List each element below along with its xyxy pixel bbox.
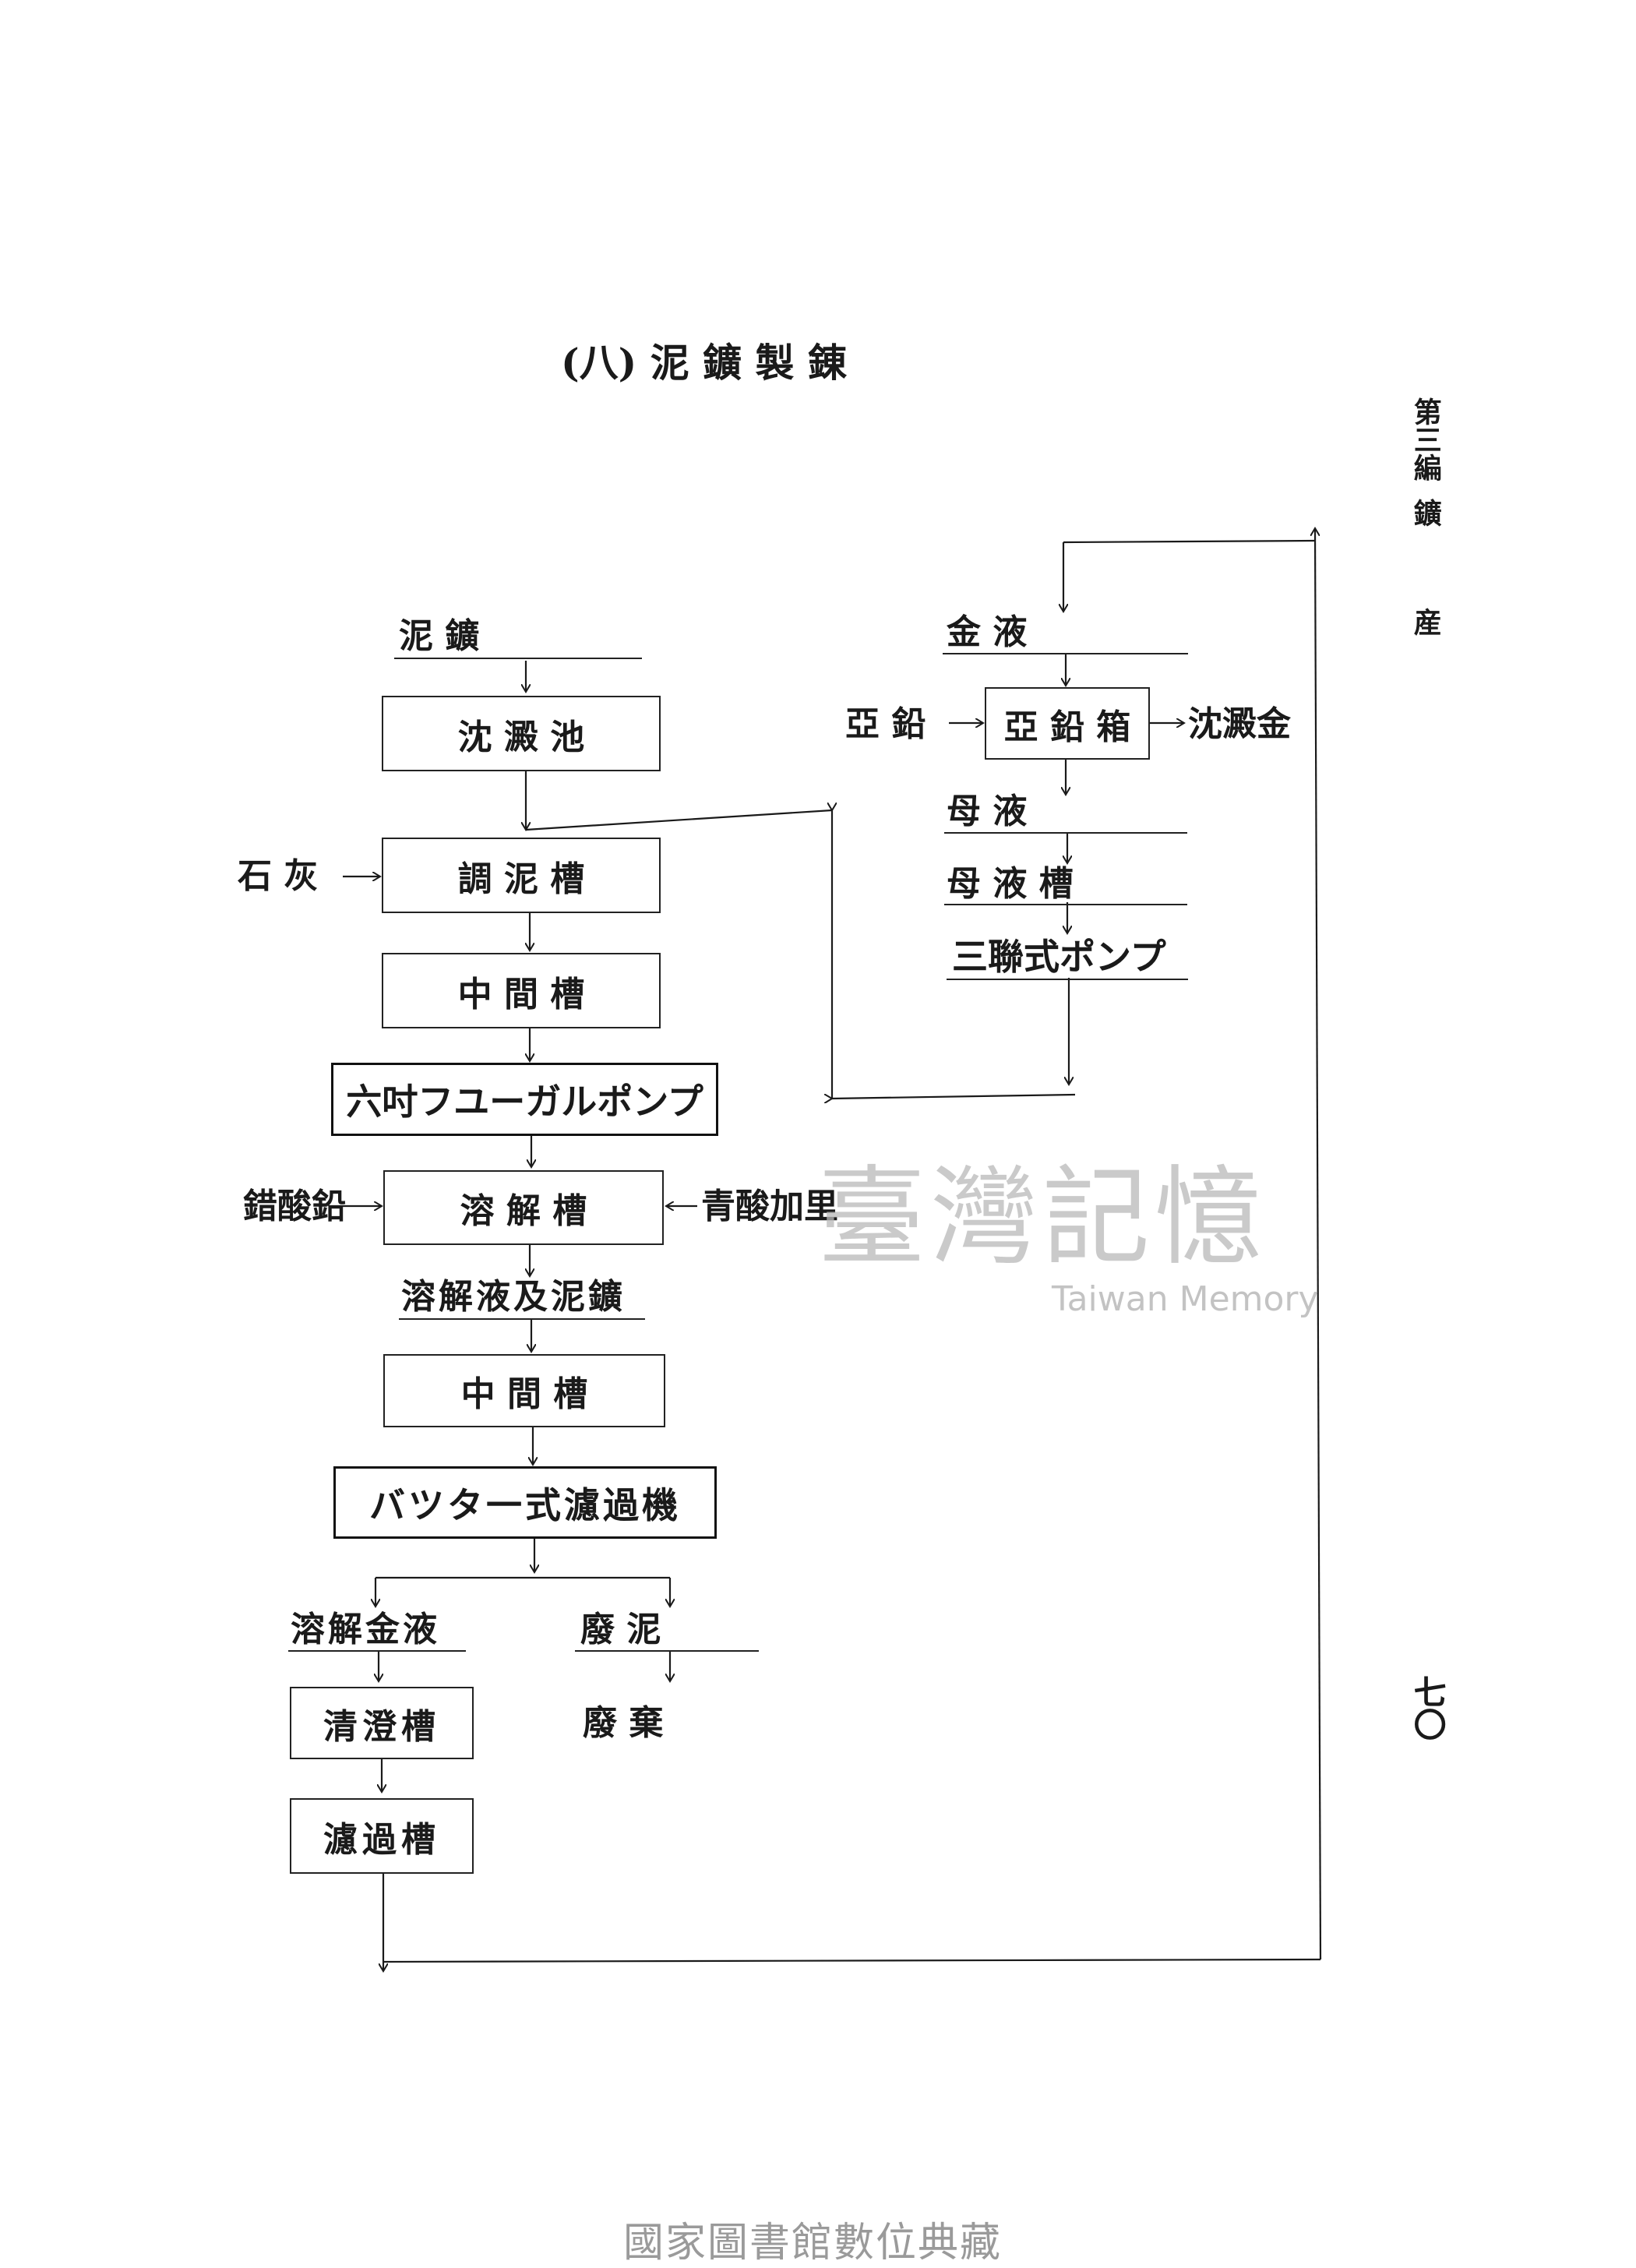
underline-mother-liquor-tank <box>944 904 1187 905</box>
label-potassium-cyanide: 青酸加里 <box>701 1187 838 1226</box>
label-slime-ore: 泥 鑛 <box>399 616 480 656</box>
box-intermediate-tank-1: 中 間 槽 <box>382 953 661 1028</box>
watermark-english: Taiwan Memory <box>1052 1279 1319 1319</box>
underline-waste-slime <box>575 1650 759 1652</box>
loop-line-top <box>1063 539 1316 544</box>
box-settling-pond: 沈 澱 池 <box>382 696 661 771</box>
label-gold-liquor: 金 液 <box>947 612 1028 652</box>
label-precipitated-gold: 沈澱金 <box>1188 704 1291 744</box>
footer-text: 國家圖書館數位典藏 <box>623 2220 1003 2266</box>
underline-gold-liquor <box>943 653 1188 654</box>
box-intermediate-tank-2: 中 間 槽 <box>383 1354 665 1427</box>
label-solution-and-slime: 溶解液及泥鑛 <box>401 1277 626 1317</box>
diagram-title: (八) 泥 鑛 製 錬 <box>561 340 847 386</box>
box-zinc-box: 亞 鉛 箱 <box>985 687 1150 760</box>
return-line-top <box>525 809 833 831</box>
return-line-bottom <box>832 1093 1076 1099</box>
label-waste-slime: 廢 泥 <box>580 1610 661 1649</box>
underline-triplex-pump <box>947 979 1188 980</box>
box-clarifying-tank: 清澄槽 <box>290 1687 474 1759</box>
section-label: 第三編 <box>1409 397 1442 481</box>
box-filter-tank: 濾過槽 <box>290 1798 474 1874</box>
box-butters-filter: バツタ一式濾過機 <box>333 1466 717 1539</box>
watermark: 臺灣記憶 Taiwan Memory <box>818 1130 1319 1319</box>
watermark-chinese: 臺灣記憶 <box>818 1155 1268 1280</box>
label-zinc: 亞 鉛 <box>845 704 926 744</box>
page-number: 七〇 <box>1409 1675 1447 1741</box>
label-lead-acetate: 錯酸鉛 <box>243 1187 346 1226</box>
label-disposal: 廢 棄 <box>583 1703 664 1743</box>
topic-label-2: 産 <box>1409 608 1442 636</box>
box-dissolving-tank: 溶 解 槽 <box>383 1170 664 1245</box>
label-dissolved-gold-solution: 溶解金液 <box>291 1610 440 1649</box>
label-lime: 石 灰 <box>238 856 319 896</box>
underline-slime-ore <box>394 658 642 659</box>
underline-solution-and-slime <box>399 1318 645 1320</box>
underline-mother-liquor <box>944 832 1187 834</box>
label-triplex-pump: 三聯式ポンプ <box>952 936 1166 978</box>
label-mother-liquor-tank: 母 液 槽 <box>947 864 1074 904</box>
label-mother-liquor: 母 液 <box>947 792 1028 831</box>
box-mixing-tank: 調 泥 槽 <box>382 838 661 913</box>
loop-line-bottom <box>383 1958 1321 1963</box>
topic-label-1: 鑛 <box>1409 499 1442 527</box>
loop-line-right <box>1315 528 1322 1960</box>
underline-dissolved-gold-solution <box>288 1650 466 1652</box>
box-six-inch-centrifugal-pump: 六吋フユーガルポンプ <box>331 1063 718 1136</box>
